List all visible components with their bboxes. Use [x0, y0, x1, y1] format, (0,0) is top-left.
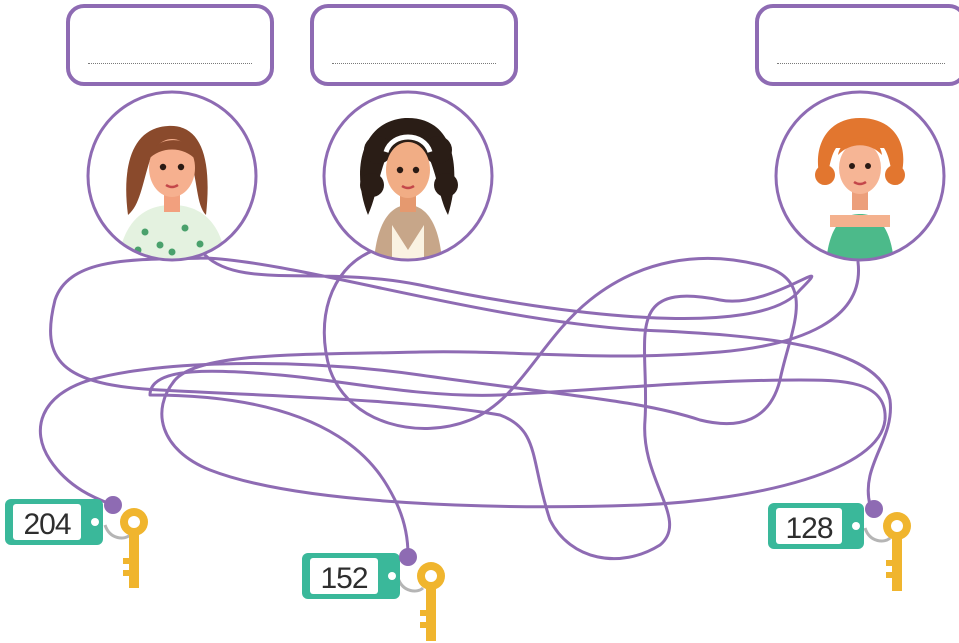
maze-path-a — [49, 253, 892, 561]
key-tag-152: 152 — [302, 548, 445, 641]
key-tag-204: 204 — [5, 496, 148, 588]
portrait-woman-2 — [322, 90, 494, 262]
answer-line-2 — [332, 63, 496, 64]
key-tag-128: 128 — [768, 500, 911, 591]
answer-line-3 — [777, 63, 945, 64]
key-number-204: 204 — [23, 508, 70, 541]
key-icon — [883, 512, 911, 591]
portrait-woman-1 — [86, 90, 258, 262]
answer-line-1 — [88, 63, 252, 64]
key-number-152: 152 — [320, 562, 367, 595]
key-number-128: 128 — [785, 512, 832, 545]
key-icon — [120, 508, 148, 588]
answer-box-1[interactable] — [66, 4, 274, 86]
answer-box-2[interactable] — [310, 4, 518, 86]
answer-box-3[interactable] — [755, 4, 959, 86]
maze-path-c — [148, 260, 887, 557]
key-icon — [417, 562, 445, 641]
maze-paths — [38, 250, 892, 561]
maze-path-b — [38, 250, 798, 507]
portrait-woman-3 — [774, 90, 946, 262]
